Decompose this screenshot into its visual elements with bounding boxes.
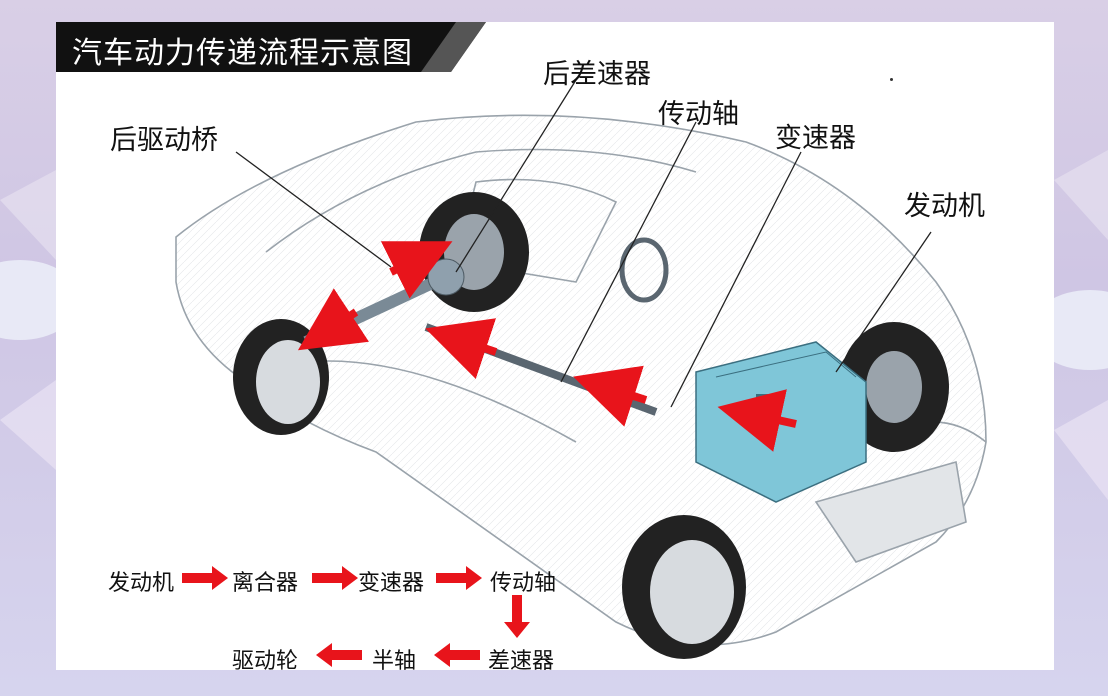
- label-rear-drive-axle: 后驱动桥: [110, 125, 218, 156]
- label-rear-differential: 后差速器: [543, 59, 651, 90]
- steering-wheel: [619, 237, 669, 303]
- leader-drive-shaft: [560, 121, 697, 383]
- leader-rear-differential: [455, 79, 577, 273]
- flow-clutch: 离合器: [232, 571, 299, 596]
- flow-gearbox: 变速器: [358, 571, 425, 596]
- label-engine: 发动机: [904, 191, 985, 222]
- flow-arrow-2: [312, 566, 358, 590]
- flow-differential: 差速器: [488, 649, 555, 674]
- flow-drive-shaft: 传动轴: [490, 571, 557, 596]
- power-flow-arrows: [297, 241, 797, 452]
- front-left-wheel: [622, 515, 746, 659]
- flow-engine: 发动机: [108, 571, 175, 596]
- flow-arrow-1: [182, 566, 228, 590]
- label-drive-shaft: 传动轴: [658, 99, 739, 130]
- car-illustration: [175, 79, 987, 667]
- leader-rear-drive-axle: [235, 151, 392, 268]
- rear-right-wheel: [419, 192, 529, 312]
- page-title: 汽车动力传递流程示意图: [72, 36, 413, 71]
- flow-arrows: [182, 566, 530, 667]
- leader-engine: [835, 231, 932, 373]
- title-bar: [56, 22, 486, 72]
- flow-half-shaft: 半轴: [372, 649, 417, 674]
- leader-gearbox: [670, 151, 802, 408]
- flow-arrow-3: [436, 566, 482, 590]
- flow-arrow-5: [434, 643, 480, 667]
- flow-drive-wheel: 驱动轮: [232, 649, 299, 674]
- dot-mark: [890, 78, 893, 81]
- label-gearbox: 变速器: [775, 123, 856, 154]
- flow-arrow-6: [316, 643, 362, 667]
- flow-arrow-4: [504, 595, 530, 638]
